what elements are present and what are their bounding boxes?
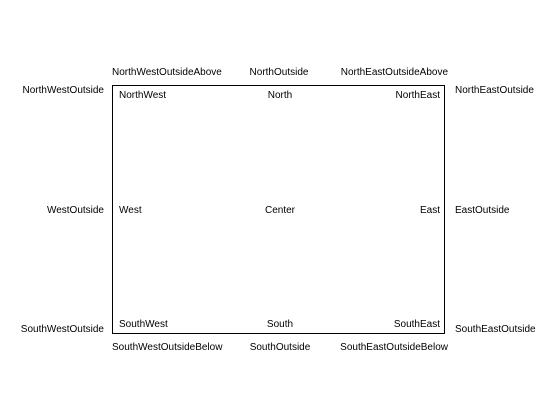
- label-north-east: NorthEast: [395, 90, 440, 101]
- label-north-west-outside: NorthWestOutside: [22, 85, 104, 96]
- label-south-east-outside-below: SouthEastOutsideBelow: [340, 342, 448, 353]
- label-north-west-outside-above: NorthWestOutsideAbove: [112, 67, 222, 78]
- label-south-outside: SouthOutside: [249, 342, 311, 353]
- label-south-west-outside-below: SouthWestOutsideBelow: [112, 342, 223, 353]
- label-north-east-outside: NorthEastOutside: [455, 85, 534, 96]
- label-north: North: [267, 90, 293, 101]
- label-east: East: [419, 205, 440, 216]
- label-south-east: SouthEast: [393, 319, 440, 330]
- label-north-east-outside-above: NorthEastOutsideAbove: [340, 67, 448, 78]
- label-west: West: [119, 205, 142, 216]
- label-west-outside: WestOutside: [46, 205, 104, 216]
- label-north-outside: NorthOutside: [249, 67, 309, 78]
- label-east-outside: EastOutside: [455, 205, 510, 216]
- label-north-west: NorthWest: [119, 90, 167, 101]
- label-south-west: SouthWest: [119, 319, 168, 330]
- label-center: Center: [264, 205, 296, 216]
- axes-box: [112, 85, 445, 334]
- label-south-east-outside: SouthEastOutside: [455, 324, 536, 335]
- label-south: South: [266, 319, 294, 330]
- label-south-west-outside: SouthWestOutside: [20, 324, 104, 335]
